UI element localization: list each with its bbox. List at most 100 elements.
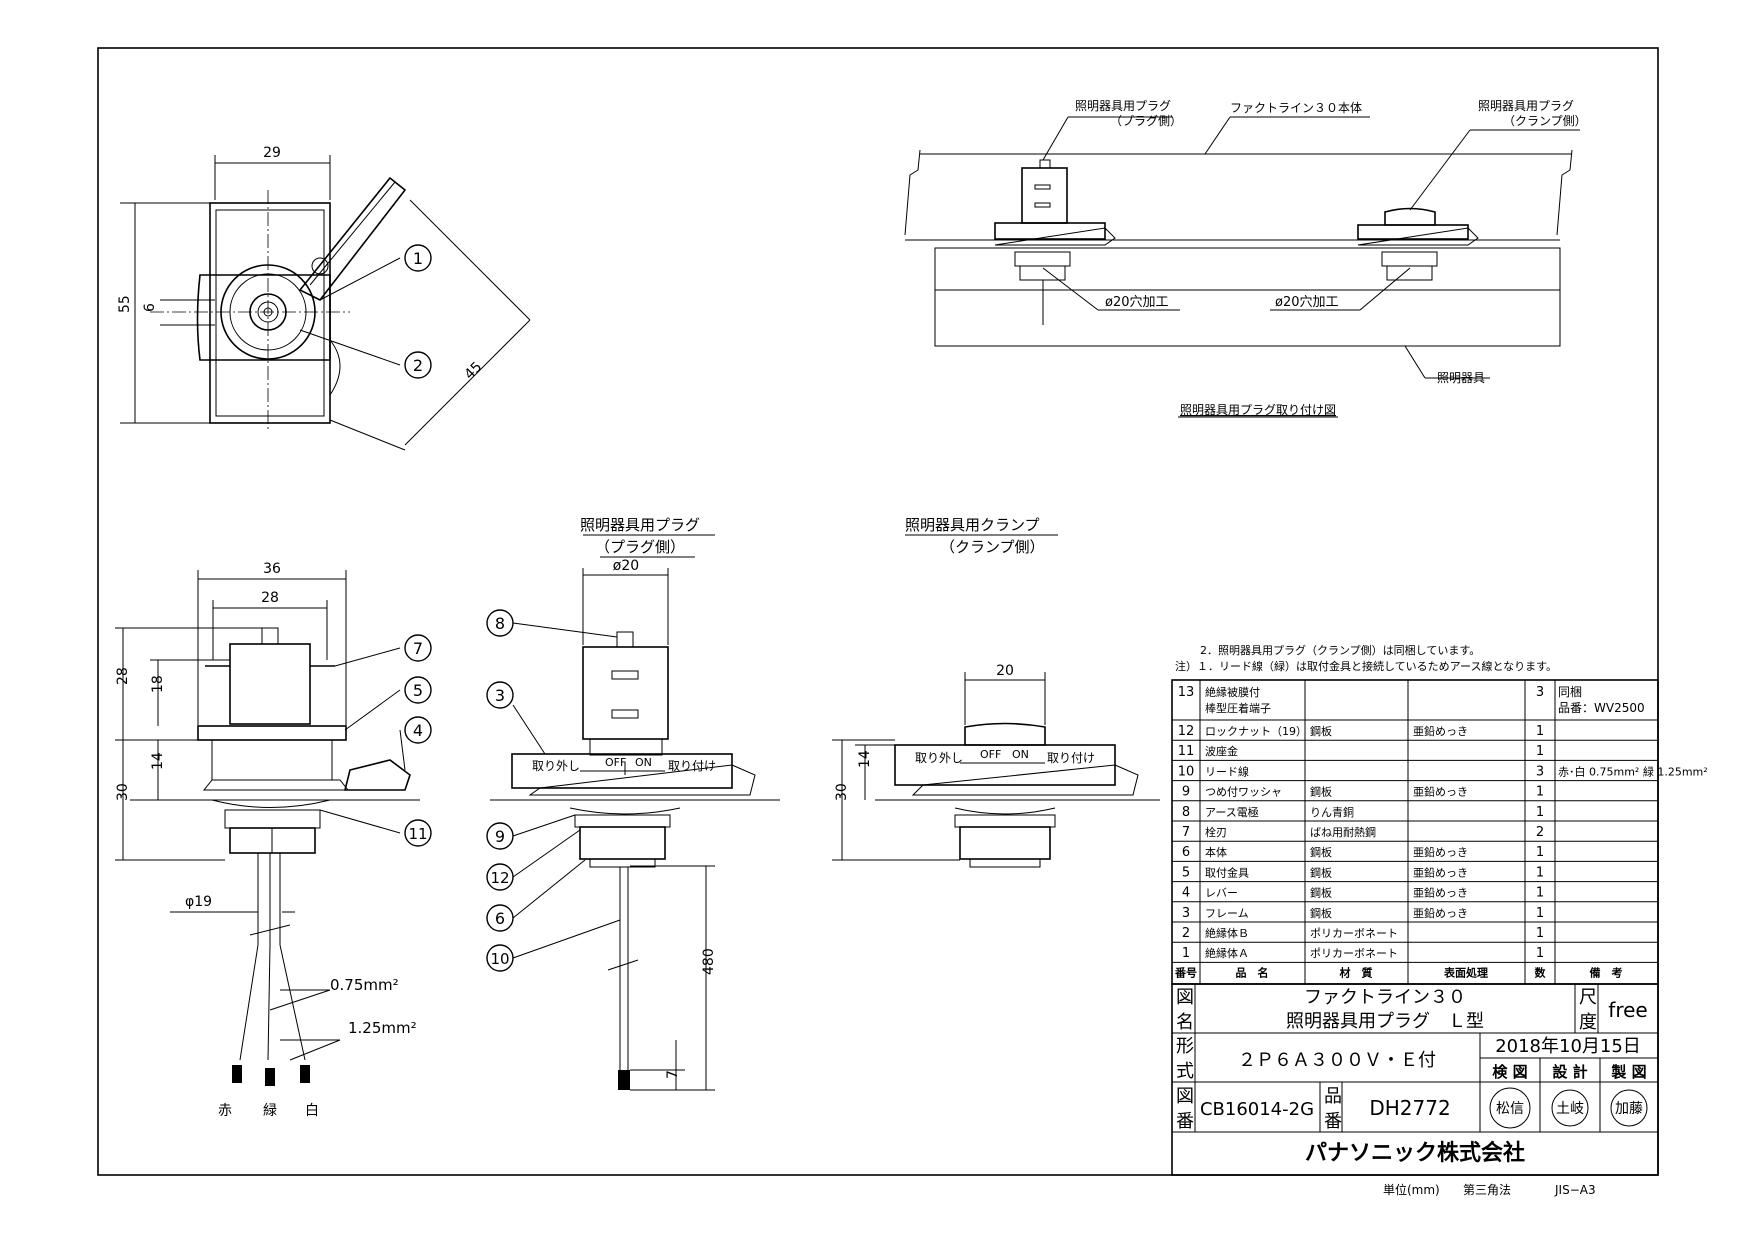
header-no: 番号 (1174, 965, 1197, 979)
row-no: 4 (1182, 886, 1190, 901)
label-fixture: 照明器具 (1437, 371, 1485, 385)
clamp-switch-on: ON (1012, 748, 1029, 761)
tb-hin: 品 (1324, 1086, 1342, 1107)
row-name: リード線 (1205, 764, 1249, 778)
dim-clamp-20: 20 (996, 663, 1014, 679)
row-no: 1 (1182, 946, 1190, 961)
svg-text:9: 9 (495, 827, 505, 846)
row-no: 6 (1182, 845, 1190, 860)
row-name: レバー (1205, 887, 1238, 900)
row-finish: 亜鉛めっき (1413, 724, 1468, 738)
tb-sekkei: 設 計 (1552, 1063, 1587, 1081)
dim-clamp-30: 30 (834, 783, 850, 801)
tb-zu2: 図 (1176, 1086, 1194, 1107)
wire-red: 赤 (218, 1103, 232, 1119)
label-plug-side-1: 照明器具用プラグ (1075, 99, 1171, 113)
tb-company: パナソニック株式会社 (1305, 1140, 1525, 1166)
dim-480: 480 (701, 948, 717, 975)
dim-29: 29 (263, 145, 281, 161)
wire-125: 1.25mm² (348, 1019, 417, 1037)
balloon-8: 8 (486, 609, 514, 637)
row-qty: 3 (1536, 764, 1544, 779)
header-qty: 数 (1535, 965, 1547, 979)
svg-text:5: 5 (413, 681, 423, 700)
stamp-2: 土岐 (1551, 1089, 1589, 1127)
dim-30: 30 (115, 783, 131, 801)
row-finish: 亜鉛めっき (1413, 845, 1468, 859)
row-name: ロックナット（19） (1205, 725, 1307, 738)
tb-title-2: 照明器具用プラグ Ｌ型 (1286, 1011, 1484, 1032)
row-no: 12 (1178, 724, 1195, 739)
row-qty: 1 (1536, 865, 1544, 880)
install-caption: 照明器具用プラグ取り付け図 (1180, 403, 1336, 417)
row-no: 10 (1178, 764, 1195, 779)
row-qty: 1 (1536, 906, 1544, 921)
tb-scale: free (1608, 998, 1647, 1022)
label-hole-1: ø20穴加工 (1105, 295, 1169, 310)
plug-switch-off: OFF (605, 756, 626, 769)
plug-view-title-2: （プラグ側） (595, 538, 685, 556)
svg-text:土岐: 土岐 (1556, 1101, 1584, 1117)
balloon-9: 9 (486, 822, 514, 850)
dim-6: 6 (142, 303, 158, 312)
tb-kenzu: 検 図 (1492, 1063, 1527, 1081)
row-name: 栓刃 (1205, 825, 1227, 839)
row-no: 13 (1178, 685, 1195, 700)
row-name: 絶縁体Ｂ (1205, 926, 1249, 940)
label-body: ファクトライン３０本体 (1230, 101, 1362, 115)
clamp-view-title-2: （クランプ側） (940, 538, 1045, 556)
wire-white: 白 (305, 1103, 319, 1119)
tb-date: 2018年10月15日 (1495, 1036, 1641, 1057)
row-finish: 亜鉛めっき (1413, 865, 1468, 879)
svg-text:3: 3 (495, 686, 505, 705)
dim-7: 7 (665, 1070, 681, 1079)
row-name: 本体 (1205, 845, 1227, 859)
row-qty: 1 (1536, 744, 1544, 759)
row-name: 絶縁体Ａ (1205, 946, 1249, 960)
balloon-7: 7 (404, 634, 432, 662)
row-remarks-2: 品番：WV2500 (1558, 701, 1645, 715)
header-material: 材 質 (1340, 965, 1373, 979)
dim-18: 18 (150, 675, 166, 693)
row-material: りん青銅 (1310, 805, 1354, 819)
row-material: ばね用耐熱鋼 (1310, 825, 1376, 839)
dim-45: 45 (462, 359, 486, 383)
dim-28: 28 (261, 590, 279, 606)
balloon-6: 6 (486, 904, 514, 932)
balloon-11: 11 (404, 819, 432, 847)
row-material: 鋼板 (1310, 845, 1332, 859)
row-name: 取付金具 (1205, 865, 1249, 879)
tb-zu: 図 (1176, 987, 1194, 1008)
wire-green: 緑 (263, 1103, 277, 1119)
svg-text:7: 7 (413, 639, 423, 658)
row-material: ポリカーボネート (1310, 927, 1398, 940)
row-finish: 亜鉛めっき (1413, 906, 1468, 920)
wire-075: 0.75mm² (330, 976, 399, 994)
row-no: 5 (1182, 865, 1190, 880)
clamp-switch-remove: 取り外し (915, 751, 963, 765)
balloons: 1 2 3 4 5 6 7 8 9 10 11 12 (404, 244, 514, 972)
dim-phi20: ø20 (613, 558, 639, 574)
svg-text:1: 1 (413, 249, 423, 268)
row-qty: 2 (1536, 825, 1544, 840)
row-no: 8 (1182, 805, 1190, 820)
tb-model: ２Ｐ６Ａ３００Ｖ・Ｅ付 (1238, 1050, 1436, 1071)
tb-kei: 形 (1176, 1036, 1194, 1057)
svg-text:松信: 松信 (1496, 1101, 1524, 1117)
stamp-1: 松信 (1489, 1087, 1531, 1129)
balloon-1: 1 (404, 244, 432, 272)
row-material: 鋼板 (1310, 886, 1332, 900)
row-finish: 亜鉛めっき (1413, 785, 1468, 799)
dim-28v: 28 (115, 667, 131, 685)
plug-switch-remove: 取り外し (532, 759, 580, 773)
balloon-5: 5 (404, 676, 432, 704)
plug-switch-on: ON (635, 756, 652, 769)
note-2: 2．照明器具用プラグ（クランプ側）は同梱しています。 (1200, 643, 1480, 657)
sheet-frame (97, 47, 1659, 1176)
footer-paper: JIS−A3 (1554, 1183, 1596, 1197)
tb-shiki: 式 (1176, 1061, 1194, 1082)
row-name: アース電極 (1205, 805, 1259, 819)
row-no: 9 (1182, 785, 1190, 800)
tb-title-1: ファクトライン３０ (1304, 987, 1466, 1008)
top-view: 29 55 6 45 (117, 145, 531, 451)
